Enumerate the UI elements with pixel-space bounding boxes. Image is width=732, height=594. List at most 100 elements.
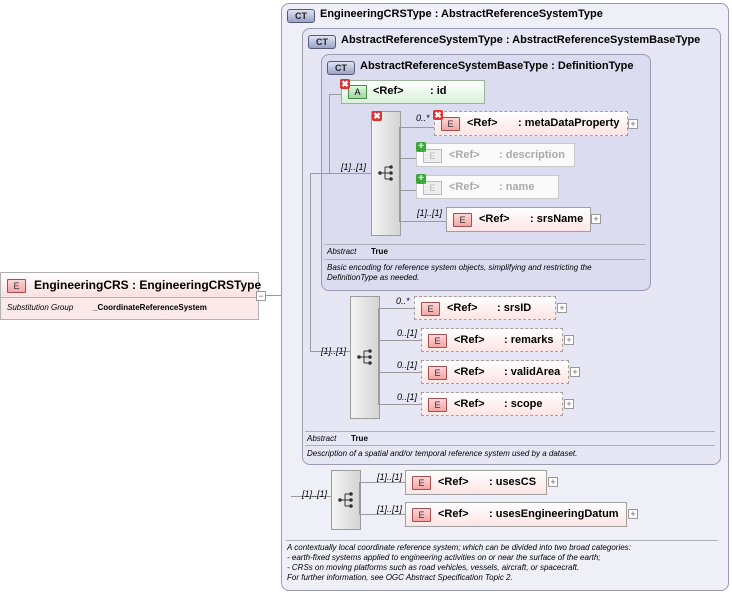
connector bbox=[378, 340, 421, 341]
element-name: : description bbox=[499, 149, 566, 161]
element-ref: <Ref> bbox=[467, 117, 498, 129]
collapse-toggle[interactable]: − bbox=[256, 291, 266, 301]
element-name: : srsName bbox=[530, 213, 584, 225]
connector bbox=[399, 190, 416, 191]
element-srsID[interactable]: E <Ref> : srsID bbox=[414, 296, 556, 320]
connector bbox=[378, 308, 414, 309]
expand-toggle[interactable]: + bbox=[557, 303, 567, 313]
expand-toggle[interactable]: + bbox=[591, 214, 601, 224]
ct-icon: CT bbox=[287, 9, 315, 23]
doc-line: For further information, see OGC Abstrac… bbox=[287, 573, 513, 582]
divider bbox=[324, 244, 646, 245]
connector bbox=[399, 127, 434, 128]
divider bbox=[1, 297, 258, 298]
doc-line: Basic encoding for reference system obje… bbox=[327, 263, 592, 272]
element-name: : metaDataProperty bbox=[518, 117, 620, 129]
connector bbox=[378, 372, 421, 373]
expand-toggle[interactable]: + bbox=[570, 367, 580, 377]
element-icon: E bbox=[423, 181, 442, 195]
divider bbox=[324, 259, 646, 260]
cardinality-label: [1]..[1] bbox=[377, 472, 403, 482]
divider bbox=[286, 540, 718, 541]
expand-toggle[interactable]: + bbox=[564, 335, 574, 345]
abstract-value: True bbox=[351, 434, 368, 443]
element-description[interactable]: E <Ref> : description bbox=[416, 143, 575, 167]
sequence-icon bbox=[338, 492, 353, 508]
sequence-compositor[interactable] bbox=[371, 111, 401, 236]
element-icon: E bbox=[412, 476, 431, 490]
root-element-header bbox=[1, 273, 258, 296]
sequence-cardinality: [1]..[1] bbox=[321, 346, 347, 356]
element-name: : validArea bbox=[504, 366, 561, 378]
complex-type-title: AbstractReferenceSystemBaseType : Defini… bbox=[360, 60, 634, 72]
element-remarks[interactable]: E <Ref> : remarks bbox=[421, 328, 563, 352]
cardinality-label: 0..* bbox=[396, 296, 410, 306]
element-ref: <Ref> bbox=[454, 398, 485, 410]
sequence-cardinality: [1]..[1] bbox=[341, 162, 367, 172]
element-icon: E bbox=[7, 279, 26, 293]
element-usesCS[interactable]: E <Ref> : usesCS bbox=[405, 470, 547, 495]
connector bbox=[378, 308, 379, 404]
element-validArea[interactable]: E <Ref> : validArea bbox=[421, 360, 569, 384]
element-ref: <Ref> bbox=[449, 181, 480, 193]
expand-toggle[interactable]: + bbox=[548, 477, 558, 487]
element-ref: <Ref> bbox=[438, 508, 469, 520]
element-ref: <Ref> bbox=[438, 476, 469, 488]
connector bbox=[310, 351, 350, 352]
doc-line: - earth-fixed systems applied to enginee… bbox=[287, 553, 601, 562]
complex-type-documentation: Basic encoding for reference system obje… bbox=[327, 263, 592, 283]
doc-line: DefinitionType as needed. bbox=[327, 273, 420, 282]
element-name: : scope bbox=[504, 398, 543, 410]
complex-type-title: AbstractReferenceSystemType : AbstractRe… bbox=[341, 34, 701, 46]
element-ref: <Ref> bbox=[449, 149, 480, 161]
element-name: : remarks bbox=[504, 334, 554, 346]
element-icon: E bbox=[428, 398, 447, 412]
divider bbox=[305, 431, 715, 432]
abstract-label: Abstract bbox=[307, 434, 337, 443]
element-usesEngineeringDatum[interactable]: E <Ref> : usesEngineeringDatum bbox=[405, 502, 627, 527]
connector bbox=[359, 514, 405, 515]
substitution-group-label: Substitution Group bbox=[7, 303, 74, 312]
connector bbox=[359, 482, 360, 514]
attribute-icon: A bbox=[348, 85, 367, 99]
ct-icon: CT bbox=[308, 35, 336, 49]
sequence-compositor[interactable] bbox=[350, 296, 380, 419]
sequence-compositor[interactable] bbox=[331, 470, 361, 530]
connector bbox=[399, 127, 400, 221]
cardinality-label: [1]..[1] bbox=[377, 504, 403, 514]
element-icon: E bbox=[441, 117, 460, 131]
sequence-icon bbox=[378, 165, 393, 181]
expand-toggle[interactable]: + bbox=[628, 509, 638, 519]
element-ref: <Ref> bbox=[479, 213, 510, 225]
root-element-title: EngineeringCRS : EngineeringCRSType bbox=[34, 278, 262, 292]
attribute-name: : id bbox=[430, 85, 447, 97]
element-srsName[interactable]: E <Ref> : srsName bbox=[446, 207, 591, 232]
element-name-ref[interactable]: E <Ref> : name bbox=[416, 175, 559, 199]
connector bbox=[291, 496, 331, 497]
element-scope[interactable]: E <Ref> : scope bbox=[421, 392, 563, 416]
attribute-ref: <Ref> bbox=[373, 85, 404, 97]
element-name: : srsID bbox=[497, 302, 532, 314]
complex-type-title: EngineeringCRSType : AbstractReferenceSy… bbox=[320, 8, 603, 20]
element-name: : usesCS bbox=[489, 476, 537, 488]
expand-toggle[interactable]: + bbox=[564, 399, 574, 409]
element-icon: E bbox=[453, 213, 472, 227]
sequence-icon bbox=[357, 349, 372, 365]
element-ref: <Ref> bbox=[454, 366, 485, 378]
sequence-cardinality: [1]..[1] bbox=[302, 489, 328, 499]
doc-line: - CRSs on moving platforms such as road … bbox=[287, 563, 580, 572]
connector bbox=[399, 221, 446, 222]
cardinality-label: 0..[1] bbox=[397, 328, 418, 338]
attribute-id[interactable]: A <Ref> : id bbox=[341, 80, 485, 104]
cardinality-label: 0..[1] bbox=[397, 360, 418, 370]
prohibited-icon: ✖ bbox=[433, 110, 443, 120]
expand-toggle[interactable]: + bbox=[628, 119, 638, 129]
abstract-value: True bbox=[371, 247, 388, 256]
cardinality-label: [1]..[1] bbox=[417, 208, 443, 218]
doc-line: A contextually local coordinate referenc… bbox=[287, 543, 631, 552]
divider bbox=[305, 445, 715, 446]
element-metaDataProperty[interactable]: E <Ref> : metaDataProperty bbox=[434, 111, 628, 136]
abstract-label: Abstract bbox=[327, 247, 357, 256]
element-icon: E bbox=[428, 366, 447, 380]
root-element-box[interactable]: E EngineeringCRS : EngineeringCRSType Su… bbox=[0, 272, 262, 320]
